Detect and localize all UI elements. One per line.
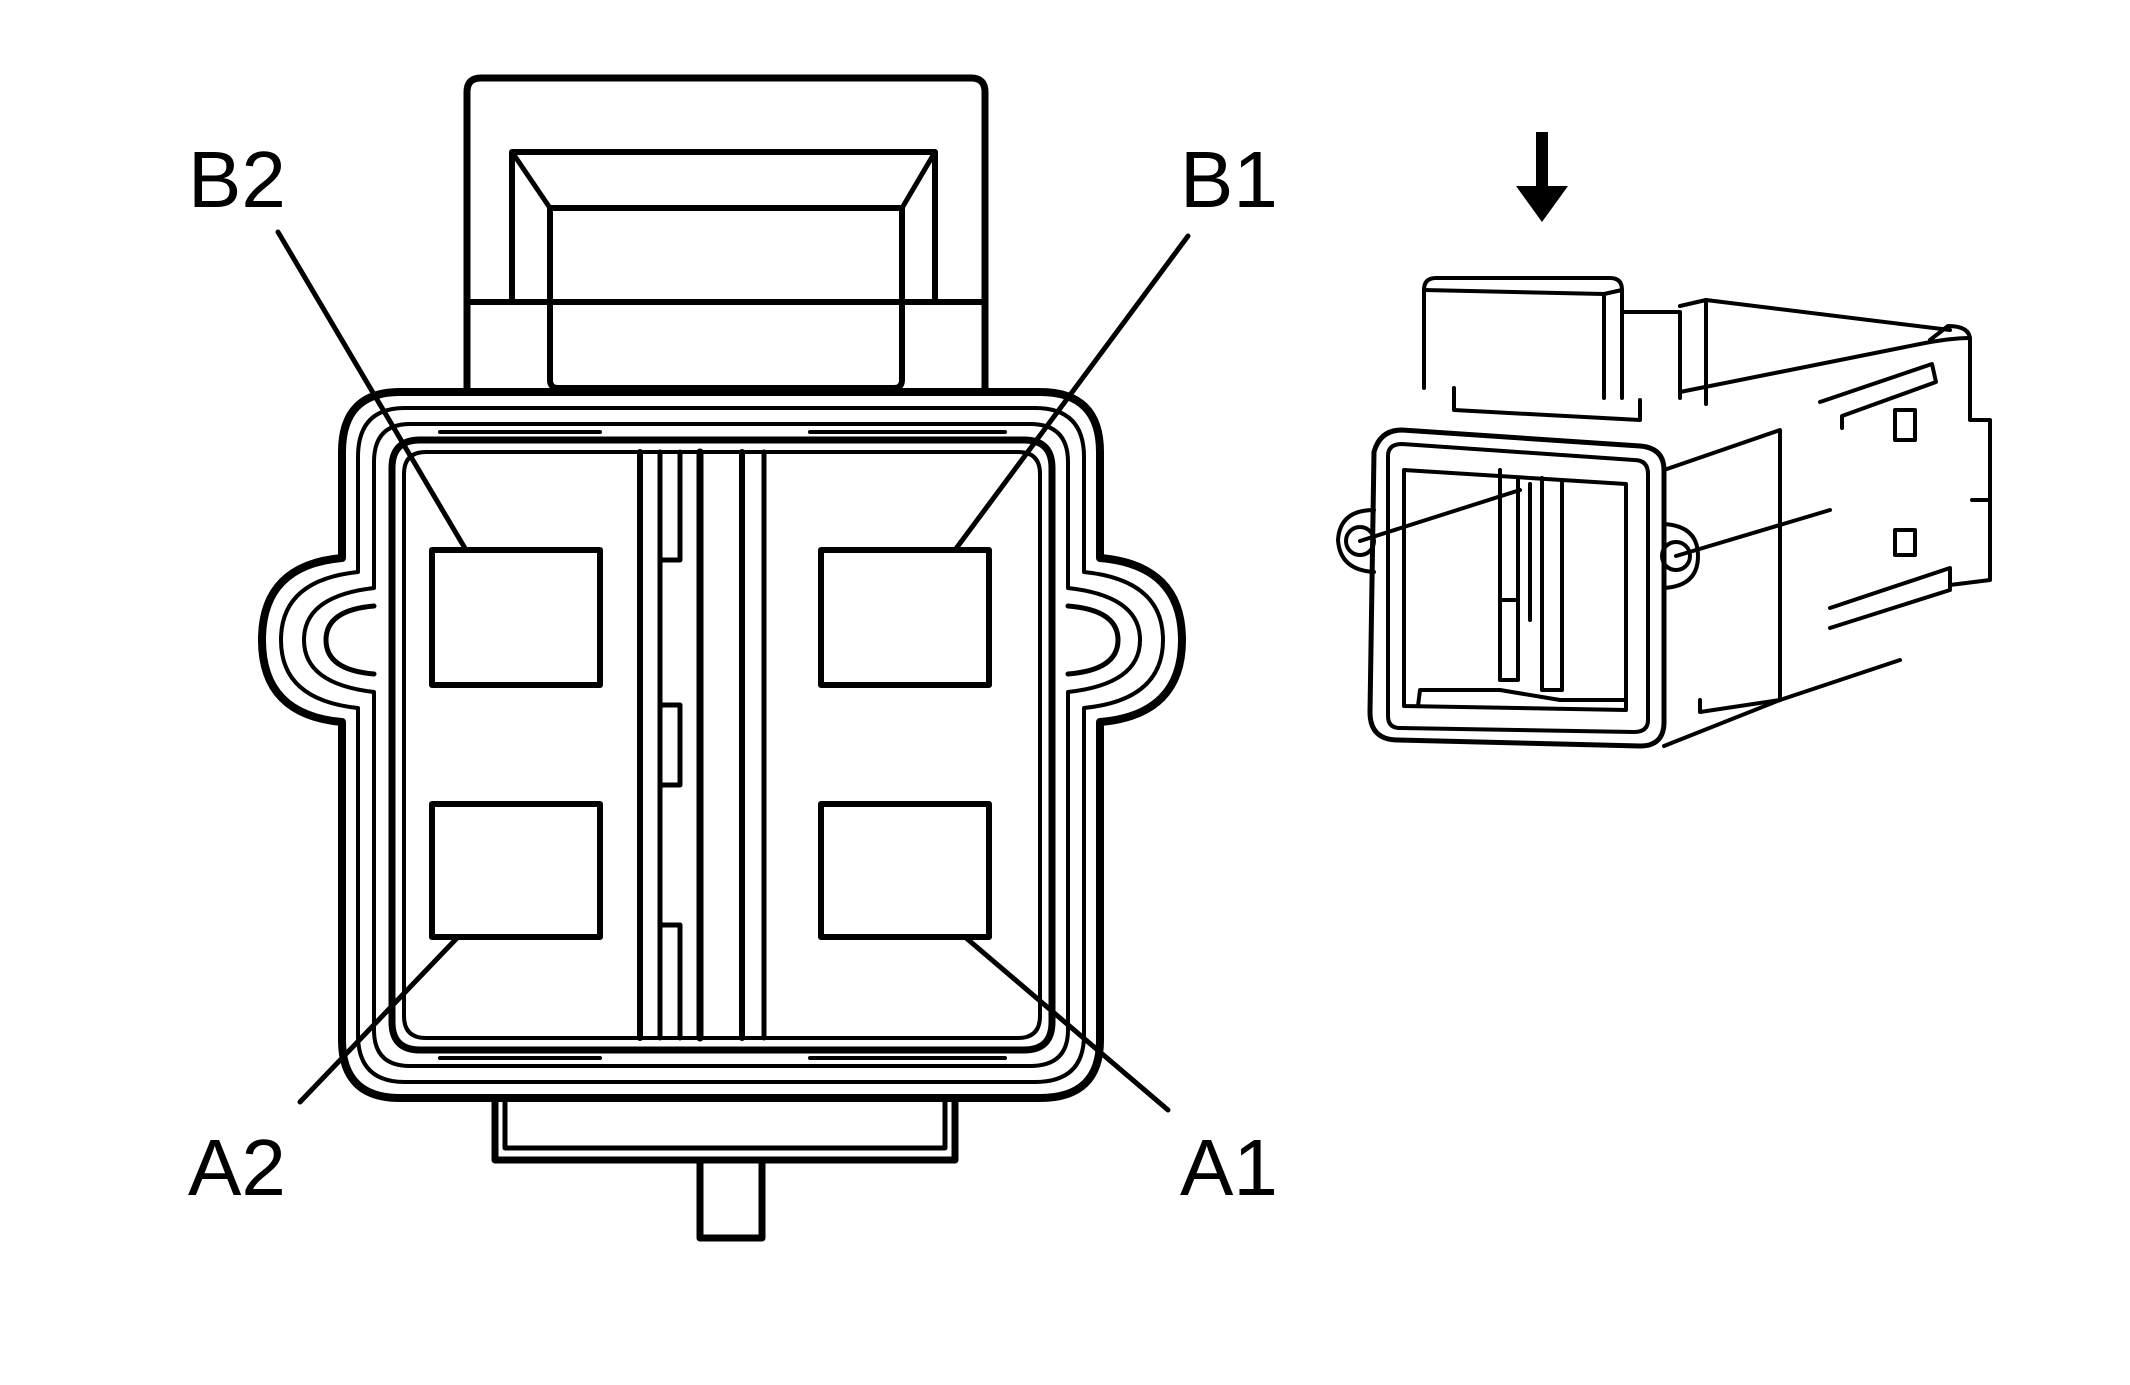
inner-cavity xyxy=(388,430,1056,1060)
leader-line-b1 xyxy=(952,233,1191,553)
connector-isometric-view xyxy=(1336,276,1992,749)
terminal-b1 xyxy=(818,547,992,688)
down-arrow-icon xyxy=(1516,132,1568,222)
pin-label-a1: A1 xyxy=(1180,1123,1278,1212)
pin-label-b2: B2 xyxy=(188,135,286,224)
connector-front-view: B2 B1 A2 A1 xyxy=(188,74,1278,1242)
locking-tab xyxy=(463,74,989,394)
terminal-a1 xyxy=(818,801,992,940)
housing-outline xyxy=(258,388,1186,1102)
bottom-key xyxy=(491,1094,959,1242)
terminal-b2 xyxy=(429,547,603,688)
leader-line-a2 xyxy=(297,934,461,1105)
center-divider xyxy=(637,448,767,1042)
terminal-a2 xyxy=(429,801,603,940)
pin-label-b1: B1 xyxy=(1180,135,1278,224)
leader-line-b2 xyxy=(275,229,469,553)
pin-label-a2: A2 xyxy=(188,1123,286,1212)
leader-line-a1 xyxy=(962,934,1171,1113)
